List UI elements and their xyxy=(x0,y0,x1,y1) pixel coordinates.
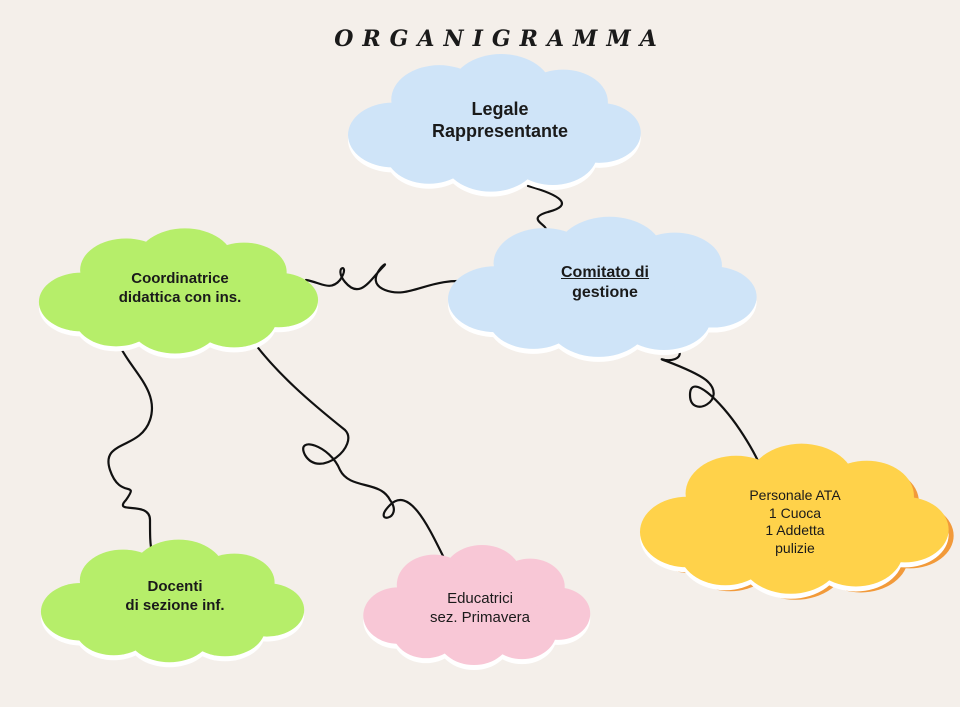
node-docenti-sezione: Docenti di sezione inf. xyxy=(70,572,280,622)
connector-coordinatrice-educatrici xyxy=(242,326,457,584)
cloud-ata xyxy=(639,443,954,600)
node-educatrici-line1: Educatrici xyxy=(447,590,513,608)
node-coordinatrice-didattica: Coordinatrice didattica con ins. xyxy=(70,264,290,314)
node-ata-line2: 1 Cuoca xyxy=(768,504,822,521)
node-ata-line4: pulizie xyxy=(775,539,815,556)
node-comitato-gestione: Comitato di gestione xyxy=(490,258,720,308)
connector-coordinatrice-docenti xyxy=(107,340,154,554)
node-coordinatrice-line2: didattica con ins. xyxy=(118,289,242,306)
node-legale-line1: Legale xyxy=(471,98,529,119)
connector-comitato-ata xyxy=(660,338,764,472)
cloud-coordinatrice xyxy=(38,228,319,359)
node-comitato-line2: gestione xyxy=(572,284,638,301)
diagram-title: ORGANIGRAMMA xyxy=(334,26,666,52)
cloud-comitato xyxy=(447,216,757,362)
node-legale-rappresentante: Legale Rappresentante xyxy=(380,92,620,148)
cloud-legale xyxy=(348,54,641,197)
node-comitato-line1: Comitato di xyxy=(561,264,649,281)
node-educatrici-line2: sez. Primavera xyxy=(429,609,531,626)
node-docenti-line1: Docenti xyxy=(147,578,203,596)
node-educatrici-primavera: Educatrici sez. Primavera xyxy=(380,586,580,632)
node-ata-line1: Personale ATA xyxy=(749,487,841,503)
node-ata-line3: 1 Addetta xyxy=(765,522,825,538)
cloud-docenti xyxy=(40,539,305,668)
cloud-educatrici xyxy=(363,544,591,671)
node-personale-ata: Personale ATA 1 Cuoca 1 Addetta pulizie xyxy=(690,482,900,562)
node-coordinatrice-line1: Coordinatrice xyxy=(131,270,229,288)
node-docenti-line2: di sezione inf. xyxy=(125,597,225,614)
connector-comitato-coordinatrice xyxy=(304,263,474,294)
node-legale-line2: Rappresentante xyxy=(431,121,569,141)
